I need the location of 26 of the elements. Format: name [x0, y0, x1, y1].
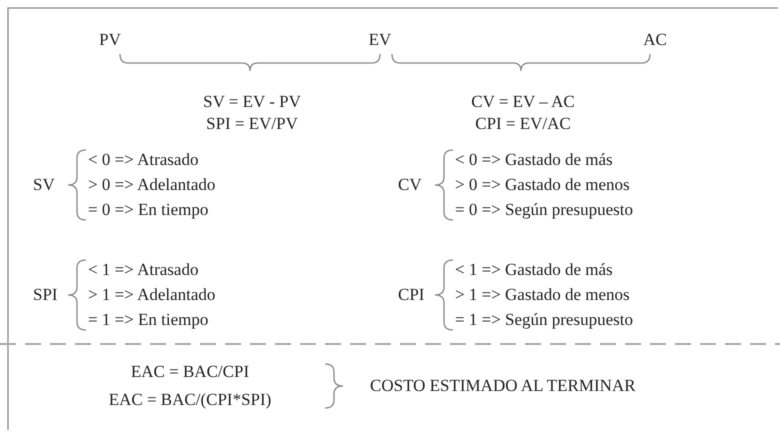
formula: SPI = EV/PV [206, 114, 298, 134]
status-item: > 1 => Gastado de menos [455, 285, 630, 305]
status-item: < 1 => Gastado de más [455, 260, 613, 280]
variable-label: SPI [33, 285, 58, 305]
status-item: > 1 => Adelantado [88, 285, 216, 305]
variable-label: AC [643, 30, 667, 50]
status-item: > 0 => Adelantado [88, 175, 216, 195]
formula: EAC = BAC/(CPI*SPI) [108, 390, 272, 410]
status-item: < 0 => Gastado de más [455, 150, 613, 170]
status-item: > 0 => Gastado de menos [455, 175, 630, 195]
status-item: < 0 => Atrasado [88, 150, 198, 170]
formula: CPI = EV/AC [475, 114, 571, 134]
variable-label: PV [99, 30, 121, 50]
variable-label: CV [398, 175, 422, 195]
variable-label: EV [368, 30, 392, 50]
formula: EAC = BAC/CPI [130, 362, 250, 382]
status-item: = 0 => En tiempo [88, 200, 208, 220]
formula: CV = EV – AC [471, 92, 575, 112]
status-item: < 1 => Atrasado [88, 260, 198, 280]
status-item: = 1 => En tiempo [88, 310, 208, 330]
status-item: = 1 => Según presupuesto [455, 310, 633, 330]
variable-label: SV [33, 175, 55, 195]
variable-label: CPI [398, 285, 424, 305]
status-item: = 0 => Según presupuesto [455, 200, 633, 220]
formula: SV = EV - PV [203, 92, 301, 112]
conclusion-text: COSTO ESTIMADO AL TERMINAR [370, 376, 636, 396]
